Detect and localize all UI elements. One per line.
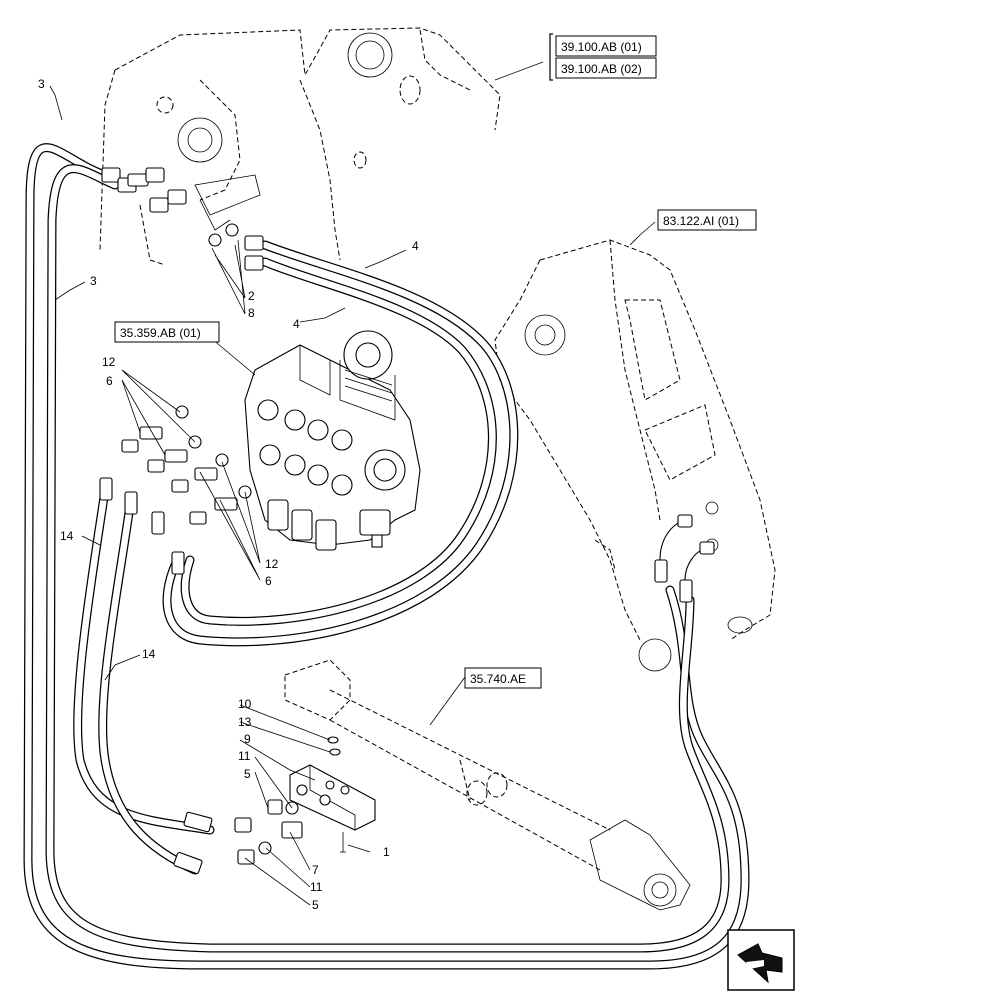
ref-box-39-100-ab-01[interactable]: 39.100.AB (01) [555,35,657,57]
hose-14-a [73,485,215,835]
callout-14-mid: 14 [142,647,156,661]
ref-bracket [549,33,553,81]
arm-fittings [659,514,715,581]
callout-8: 8 [248,306,255,320]
hose-3-inner [45,164,730,953]
ref-label-39-100-ab-02: 39.100.AB (02) [561,62,642,76]
callout-13: 13 [238,715,252,729]
callout-14-left: 14 [60,529,74,543]
callout-11-bottom: 11 [310,880,323,894]
callout-12-bottom: 12 [265,557,279,571]
callout-12-top: 12 [102,355,116,369]
valve-fittings [121,405,252,525]
arrow-icon[interactable] [727,929,795,991]
callout-9: 9 [244,732,251,746]
ref-box-39-100-ab-02[interactable]: 39.100.AB (02) [555,57,657,79]
lower-valve-block [234,736,376,865]
ref-label-35-359-ab-01: 35.359.AB (01) [120,326,201,340]
callout-10: 10 [238,697,252,711]
hose-3-outer [23,143,750,970]
frame-right-arm [494,239,776,672]
frame-top [99,27,501,266]
callout-6-bottom: 6 [265,574,272,588]
control-valve [244,330,421,551]
ref-label-35-740-ae: 35.740.AE [470,672,526,686]
callout-5-bottom: 5 [312,898,319,912]
callouts: 3 3 4 4 2 8 12 6 12 6 14 14 10 13 9 11 5… [38,77,419,912]
hose-sleeves [99,477,693,875]
ref-label-83-122-ai-01: 83.122.AI (01) [663,214,739,228]
hose-4-outer [162,240,519,647]
callout-2: 2 [248,289,255,303]
callout-1: 1 [383,845,390,859]
callout-3-top: 3 [38,77,45,91]
ref-box-35-740-ae[interactable]: 35.740.AE [464,667,542,689]
hose-4-inner [180,257,497,626]
callout-4-lower: 4 [293,317,300,331]
leader-lines [49,61,656,906]
upper-fittings [101,167,264,271]
cylinder [284,659,691,911]
hose-14-b [98,500,200,875]
callout-5-top: 5 [244,767,251,781]
callout-11-top: 11 [238,749,251,763]
callout-7: 7 [312,863,319,877]
callout-6-top: 6 [106,374,113,388]
ref-label-39-100-ab-01: 39.100.AB (01) [561,40,642,54]
ref-box-83-122-ai-01[interactable]: 83.122.AI (01) [657,209,757,231]
callout-4-upper: 4 [412,239,419,253]
callout-3-left: 3 [90,274,97,288]
ref-box-35-359-ab-01[interactable]: 35.359.AB (01) [114,321,220,343]
